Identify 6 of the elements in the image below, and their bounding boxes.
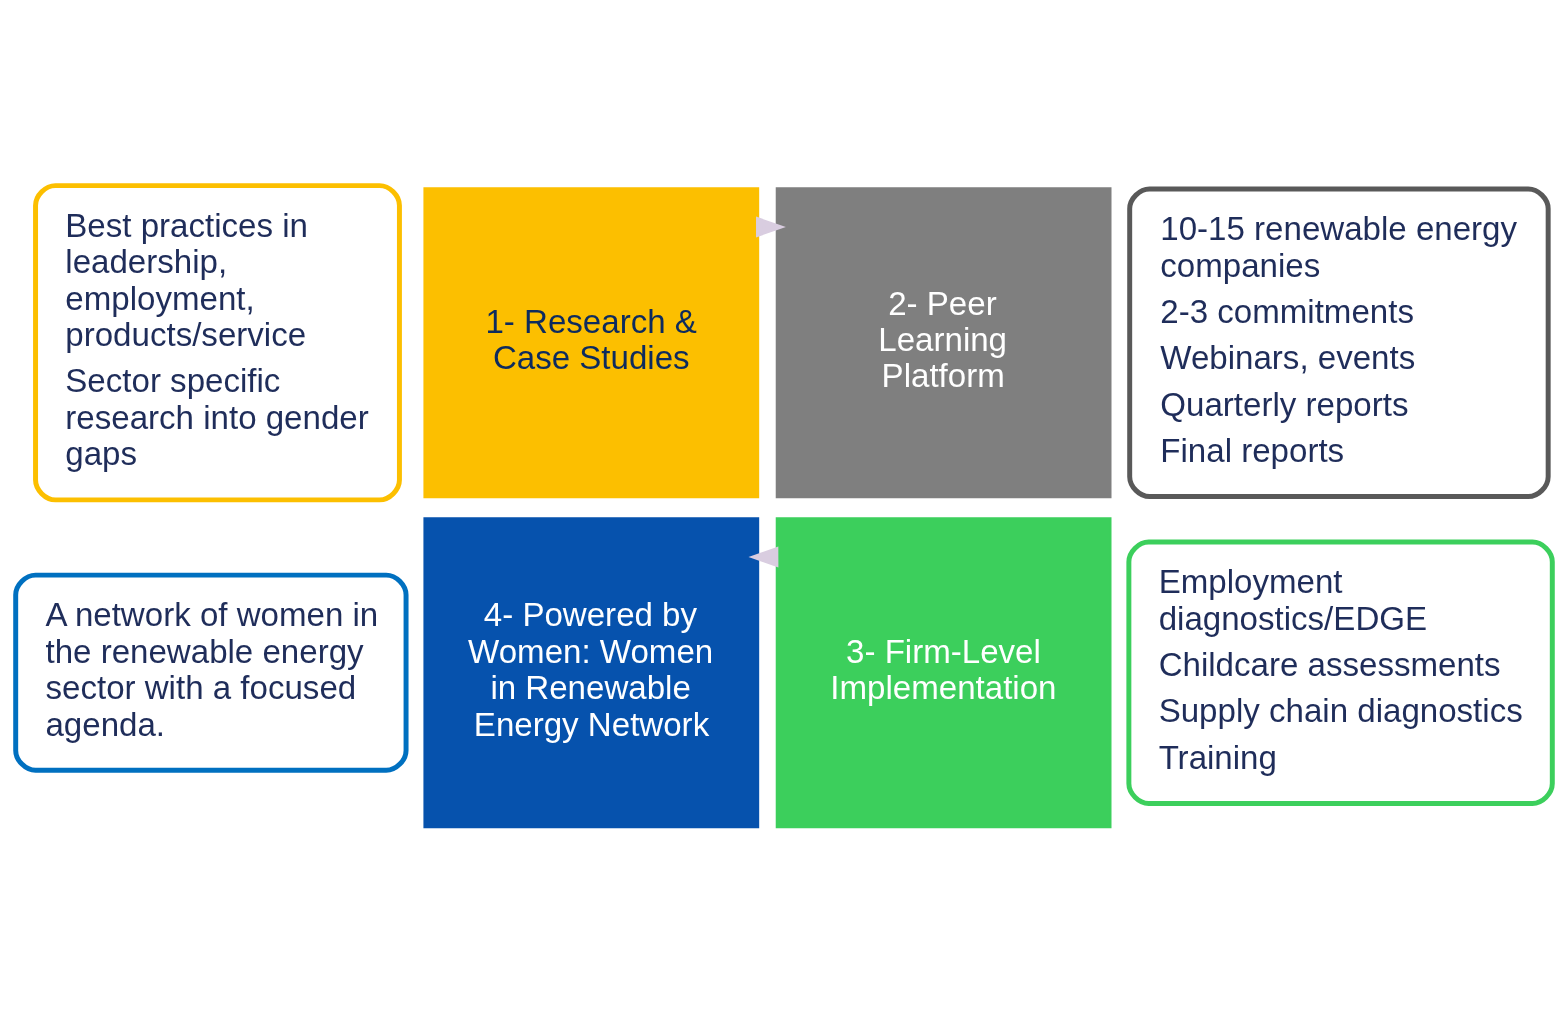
node-box: 4- Powered by Women: Women in Renewable Energy Network: [423, 516, 760, 828]
node-box: A network of women in the renewable energy sector with a focused agenda.: [13, 572, 409, 773]
node-box: 10-15 renewable energy companies 2-3 commitments Webinars, events Quarterly reports Final reports: [1127, 185, 1551, 499]
node-box: 2- Peer Learning Platform: [775, 186, 1112, 498]
node-box: Best practices in leadership, employment, products/service Sector specific research into gender gaps: [33, 182, 402, 502]
node-box: Employment diagnostics/EDGE Childcare assessments Supply chain diagnostics Training: [1126, 539, 1555, 806]
